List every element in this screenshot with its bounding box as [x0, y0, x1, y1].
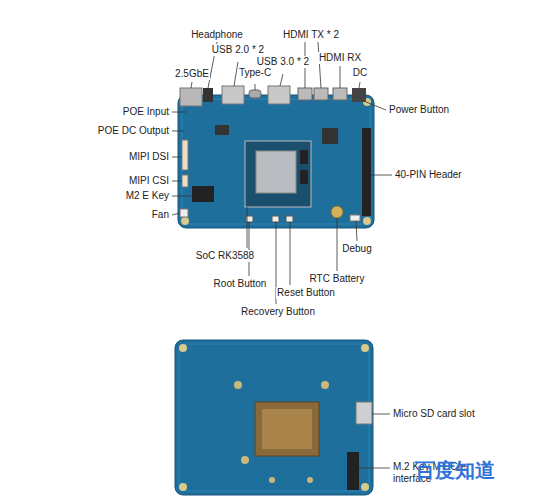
callout-label: RTC Battery — [309, 273, 366, 285]
callout-label: DC — [352, 67, 368, 79]
callout-label: Debug — [341, 243, 372, 255]
watermark: 百度知道 — [415, 457, 495, 484]
hdmi-port — [333, 88, 347, 100]
pcb-bottom — [175, 340, 373, 495]
callout-label: Type-C — [238, 67, 272, 79]
callout-label: Headphone — [190, 29, 244, 41]
callout-label: Fan — [151, 209, 170, 221]
callout-label: 40-PIN Header — [394, 169, 463, 181]
callout-label: POE DC Output — [97, 125, 170, 137]
dc-jack — [352, 88, 366, 102]
m2-e-slot — [192, 186, 214, 202]
callout-label: HDMI RX — [318, 52, 362, 64]
soc-underside — [255, 402, 319, 456]
callout-label: USB 2.0 * 2 — [211, 44, 265, 56]
m2-m-slot — [347, 452, 359, 490]
callout-label: MIPI CSI — [128, 175, 170, 187]
hdmi-port — [314, 88, 328, 100]
callout-label: POE Input — [122, 106, 170, 118]
sd-slot — [356, 402, 372, 424]
callout-label: MIPI DSI — [128, 151, 170, 163]
callout-label: Micro SD card slot — [392, 408, 476, 420]
callout-label: HDMI TX * 2 — [282, 29, 340, 41]
callout-label: SoC RK3588 — [195, 250, 255, 262]
callout-label: Root Button — [213, 278, 268, 290]
rtc-battery — [331, 206, 343, 218]
callout-label: 2.5GbE — [174, 68, 210, 80]
usb2-port — [222, 86, 244, 104]
pcb-top — [178, 95, 374, 228]
gpio-header — [362, 128, 371, 216]
leader-lines — [172, 42, 392, 468]
usb3-port — [268, 86, 290, 104]
headphone-jack — [203, 88, 213, 102]
callout-label: Power Button — [388, 104, 450, 116]
hdmi-port — [298, 88, 312, 100]
callout-label: Recovery Button — [240, 306, 316, 318]
callout-label: M2 E Key — [125, 190, 170, 202]
callout-label: Reset Button — [276, 287, 336, 299]
soc-chip — [256, 151, 296, 193]
ethernet-port — [180, 88, 202, 106]
typec-port — [249, 90, 261, 98]
